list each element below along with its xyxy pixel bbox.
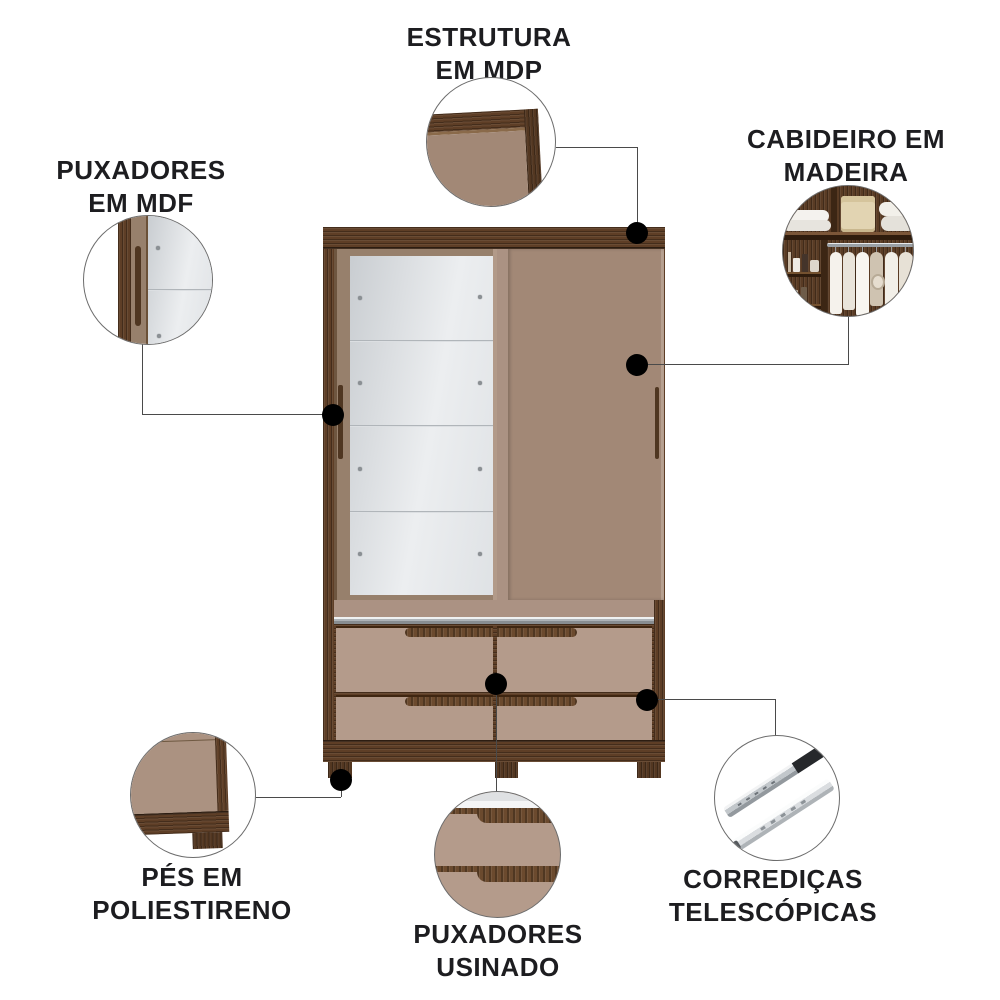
estrutura-detail-illustration [426,77,556,207]
puxadores-usinado-detail-illustration [434,791,561,918]
drawer-handle-groove [497,697,577,706]
connector-line [142,414,333,415]
label-line: PUXADORES [56,155,226,185]
shelf [783,232,913,240]
wardrobe-foot [495,762,518,778]
label-line: CORREDIÇAS [683,864,863,894]
label-line: PÉS EM [141,862,243,892]
connector-dot [626,222,648,244]
hanging-garment [885,252,898,314]
drawer-section [334,624,654,762]
label-line: CABIDEIRO EM [746,124,946,154]
wardrobe-left-side [323,249,334,762]
connector-dot [485,673,507,695]
sliding-track [334,617,654,624]
label-line: PUXADORES [413,919,583,949]
connector-line [256,797,341,798]
right-door-handle [655,387,659,459]
connector-line [775,699,776,737]
folded-blankets [881,216,913,231]
callout-label-estrutura: ESTRUTURA EM MDP [329,21,649,87]
label-line: EM MDF [88,188,194,218]
bottle [788,252,791,272]
divider [831,186,837,232]
connector-line [496,684,497,792]
pillows [785,210,829,222]
small-shelf [783,304,821,309]
mirror-door-right-edge [493,249,497,600]
folded-blankets [879,202,913,216]
label-line: MADEIRA [783,157,909,187]
wardrobe-base [323,740,665,762]
connector-dot [626,354,648,376]
connector-line [556,147,637,148]
bottle [793,258,800,272]
mirror-door [334,249,497,600]
connector-line [142,344,143,415]
drawer-handle-groove [497,628,577,637]
hanging-garment [899,252,913,310]
callout-label-cabideiro: CABIDEIRO EM MADEIRA [686,123,1000,189]
callout-label-pes: PÉS EM POLIESTIRENO [32,861,352,927]
connector-line [637,364,848,365]
telescopic-slide [722,745,826,819]
puxadores-mdf-detail-illustration [83,215,213,345]
drawer-front [336,626,493,692]
hanging-bag [871,274,885,290]
pes-detail-illustration [130,732,256,858]
hanging-garment [856,252,869,316]
divider [821,240,827,316]
pillows [783,220,831,231]
right-door [508,249,664,600]
label-line: ESTRUTURA [406,22,572,52]
connector-line [637,147,638,233]
hanging-garment [843,252,855,310]
wardrobe-illustration [323,227,665,778]
callout-label-puxadores-usinado: PUXADORES USINADO [338,918,658,984]
wardrobe-interior [334,249,664,762]
small-shelf [783,272,821,277]
callout-label-puxadores-mdf: PUXADORES EM MDF [0,154,301,220]
label-line: POLIESTIRENO [92,895,292,925]
connector-dot [636,689,658,711]
bottle [791,290,798,304]
hanging-rod [827,243,913,247]
connector-dot [322,404,344,426]
corredicas-detail-illustration [714,735,840,861]
connector-dot [330,769,352,791]
cabideiro-detail-illustration [782,185,914,317]
wardrobe-top-panel [323,227,665,249]
hanging-garment [830,252,842,314]
bottle [801,287,807,304]
bottle [802,254,808,272]
connector-line [647,699,775,700]
telescopic-slide [727,778,835,855]
callout-label-corredicas: CORREDIÇAS TELESCÓPICAS [613,863,933,929]
bottle [810,260,819,272]
mirror-panel [350,256,493,595]
wardrobe-foot [637,762,661,778]
label-line: TELESCÓPICAS [668,897,878,927]
drawer-front [497,626,652,692]
connector-line [848,317,849,365]
drawer-handle-groove [405,628,493,637]
basket [841,196,875,232]
label-line: USINADO [436,952,560,982]
drawer-handle-groove [405,697,493,706]
